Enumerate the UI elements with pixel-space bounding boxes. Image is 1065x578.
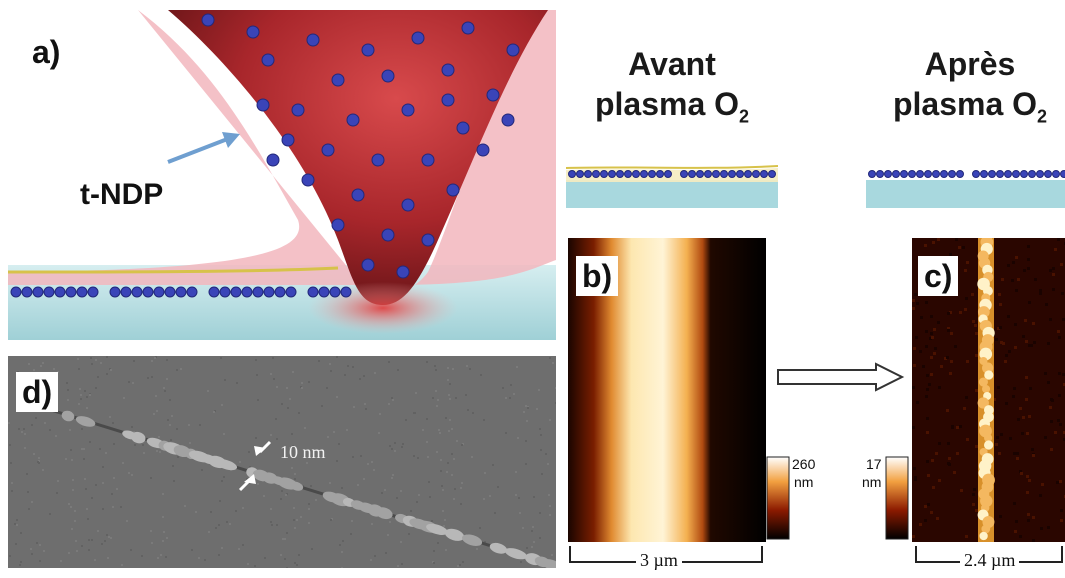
panel-label-d: d) [16,372,59,412]
colorbar-c [885,456,909,540]
molecule-row [10,286,352,298]
schematic-before [566,165,778,208]
colorbar-c-unit: nm [862,474,882,490]
scale-label-c: 2.4 µm [960,550,1020,571]
caption-after-line2: plasma O [892,86,1038,122]
panel-a: t-NDP [8,10,556,350]
caption-after: Après plasma O2 [870,44,1065,136]
panel-label-b: b) [576,256,619,296]
caption-after-sub: 2 [1037,106,1048,127]
resist-line [8,266,339,274]
colorbar-b-max: 260 [792,456,816,472]
caption-after-line1: Après [924,46,1016,82]
tip-illustration [8,10,556,340]
colorbar-b [766,456,790,540]
panel-a-annotation: t-NDP [80,178,164,211]
afm-tip [168,10,548,305]
panel-label-c: c) [918,256,959,296]
sem-image [8,356,556,568]
ink-meniscus [8,10,556,295]
caption-before: Avant plasma O2 [572,44,772,136]
caption-before-line1: Avant [628,46,716,82]
measure-label-d: 10 nm [280,442,326,462]
colorbar-b-unit: nm [794,474,814,490]
scale-label-b: 3 µm [636,550,682,571]
caption-before-line2: plasma O [594,86,740,122]
caption-before-sub: 2 [739,106,750,127]
annotation-arrow [167,136,231,164]
transition-arrow [777,362,905,392]
panel-d: 10 nm [8,356,556,568]
arrow-head [222,132,240,148]
tip-molecules [201,13,520,279]
schematic-after [866,170,1065,208]
colorbar-c-max: 17 [866,456,882,472]
panel-label-a: a) [26,32,67,72]
